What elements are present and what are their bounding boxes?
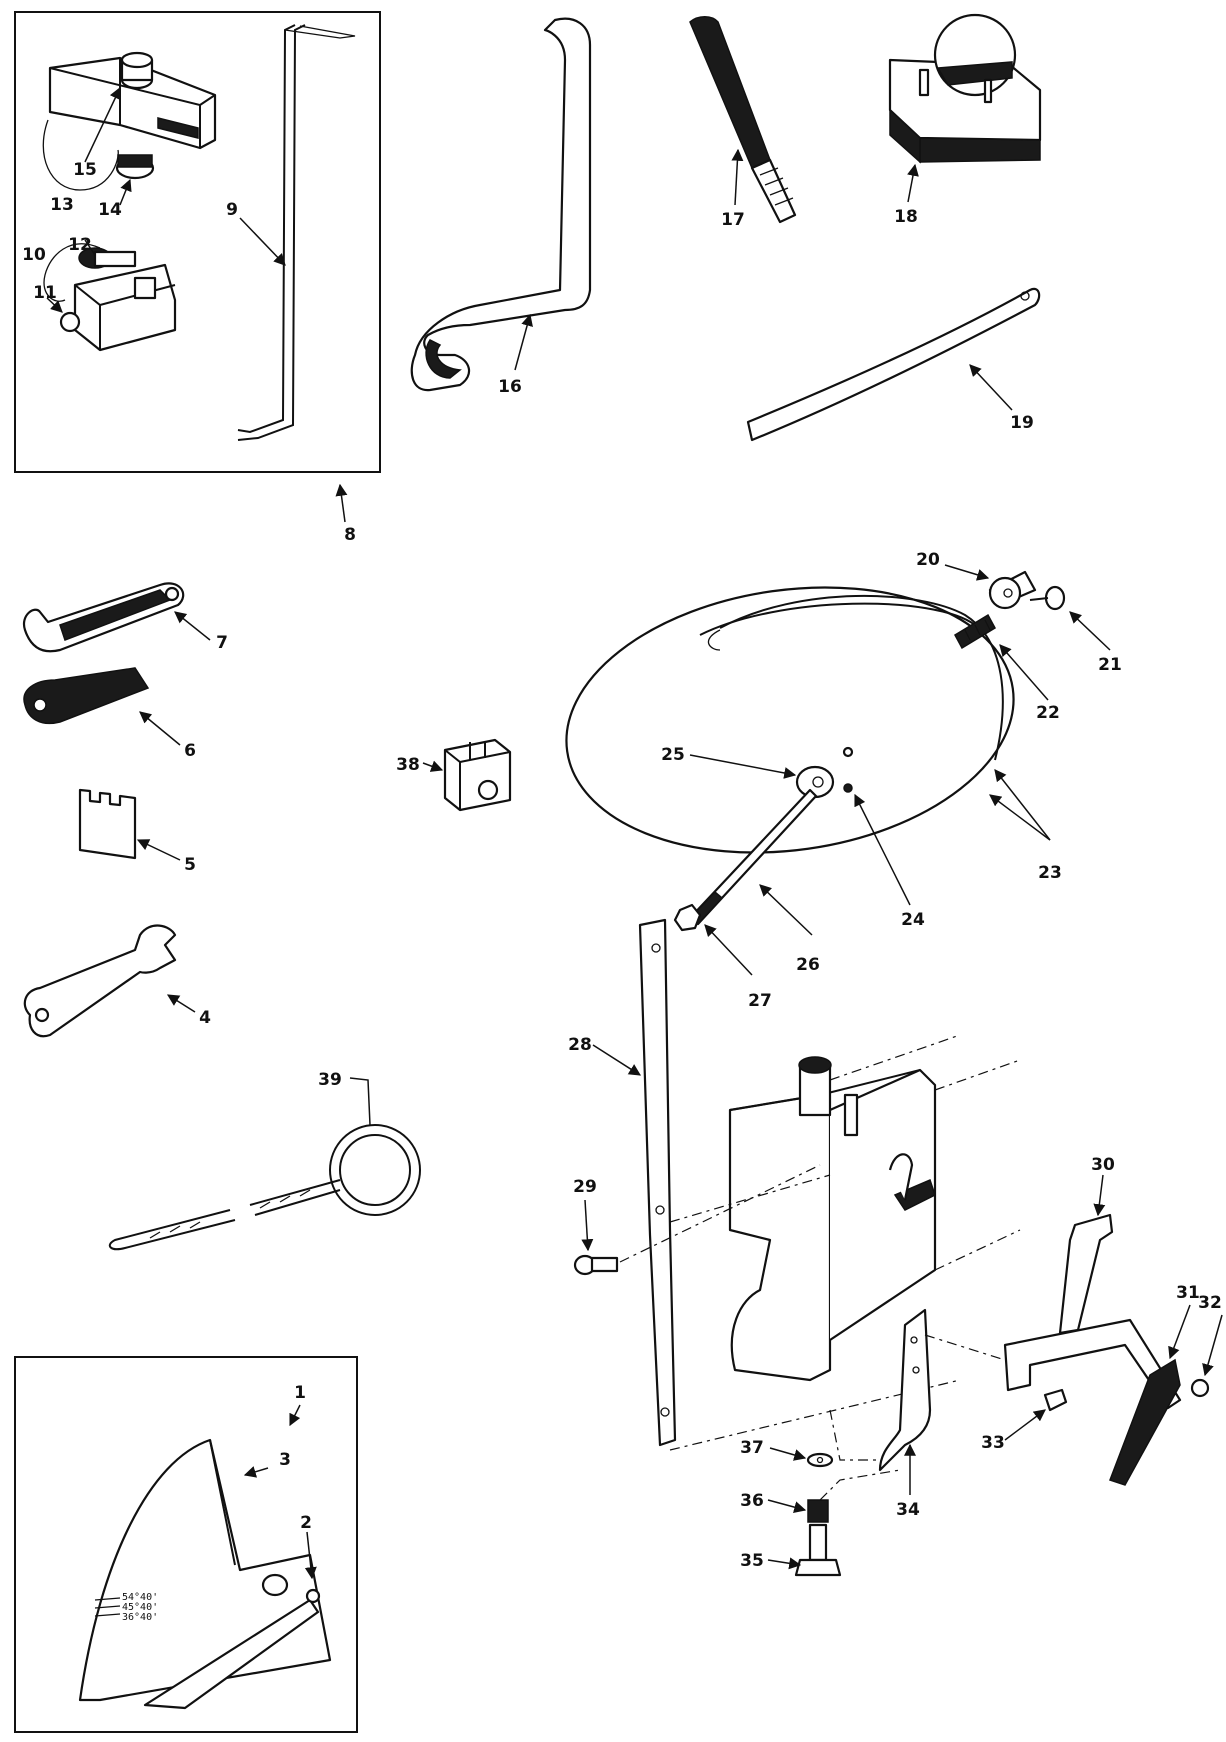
callout-8: 8 <box>344 525 356 545</box>
callout-34: 34 <box>896 1500 920 1520</box>
callout-2: 2 <box>300 1513 312 1533</box>
callout-10: 10 <box>22 245 46 265</box>
callout-24: 24 <box>901 910 925 930</box>
part-25-hub <box>795 746 854 799</box>
part-36-spring <box>807 1499 829 1523</box>
part-39-ring-wire <box>108 1124 421 1251</box>
part-4-openend-wrench <box>23 924 177 1038</box>
part-2-screw <box>305 1588 321 1604</box>
part-19-strip <box>746 287 1041 442</box>
callout-11: 11 <box>33 283 57 303</box>
callout-22: 22 <box>1036 703 1060 723</box>
callout-13: 13 <box>50 195 74 215</box>
part-16-bracket <box>410 17 592 392</box>
part-31-handle <box>1109 1358 1181 1486</box>
part-20-nut <box>988 570 1037 610</box>
part-10-block <box>59 247 177 352</box>
assembly-line-33 <box>924 1334 1006 1361</box>
callout-21: 21 <box>1098 655 1122 675</box>
callout-31: 31 <box>1176 1283 1200 1303</box>
callout-18: 18 <box>894 207 918 227</box>
callout-12: 12 <box>68 235 92 255</box>
scale-mark-3: 36°40' <box>122 1612 158 1623</box>
assembly-line-29 <box>619 1164 821 1263</box>
callout-39: 39 <box>318 1070 342 1090</box>
part-13-block <box>48 51 217 180</box>
part-28-bar <box>638 918 677 1447</box>
part-29-screw <box>573 1254 619 1276</box>
part-32-screw <box>1190 1378 1210 1398</box>
part-5-plate <box>78 788 137 860</box>
callout-32: 32 <box>1198 1293 1222 1313</box>
part-7-spanner <box>22 582 185 653</box>
callout-1: 1 <box>294 1383 306 1403</box>
part-18-gauge-block <box>888 13 1042 164</box>
part-21-screw <box>1029 585 1066 611</box>
callout-20: 20 <box>916 550 940 570</box>
callout-17: 17 <box>721 210 745 230</box>
callout-5: 5 <box>184 855 196 875</box>
callout-19: 19 <box>1010 413 1034 433</box>
part-2-lever <box>143 1598 320 1710</box>
callout-33: 33 <box>981 1433 1005 1453</box>
leader-lines <box>46 86 1223 1580</box>
callout-16: 16 <box>498 377 522 397</box>
callout-28: 28 <box>568 1035 592 1055</box>
callout-labels: 1 2 3 4 5 6 7 8 9 10 11 12 13 14 15 16 1… <box>22 160 1222 1571</box>
assembly-lines-34 <box>819 1409 901 1501</box>
part-23-wheel <box>565 586 1015 854</box>
callout-3: 3 <box>279 1450 291 1470</box>
part-3-template: 54°40' 45°40' 36°40' <box>78 1438 332 1702</box>
callout-25: 25 <box>661 745 685 765</box>
part-30-crossbar <box>1003 1318 1182 1410</box>
callout-7: 7 <box>216 633 228 653</box>
callout-38: 38 <box>396 755 420 775</box>
bracket-13 <box>42 119 119 191</box>
kit-frame-1 <box>14 1356 358 1733</box>
callout-14: 14 <box>98 200 122 220</box>
part-9-rod <box>237 24 306 441</box>
callout-4: 4 <box>199 1008 211 1028</box>
part-30-lever <box>1058 1213 1114 1335</box>
part-37-washer <box>806 1452 834 1468</box>
part-38-block <box>443 738 512 812</box>
part-24-pin <box>843 783 853 793</box>
callout-27: 27 <box>748 991 772 1011</box>
part-34-plate <box>878 1308 932 1472</box>
part-6-wrench <box>23 667 150 725</box>
machine-head <box>728 1056 937 1382</box>
part-22-spring <box>954 613 996 650</box>
callout-29: 29 <box>573 1177 597 1197</box>
part-17-knurled-pin <box>689 16 797 224</box>
kit-frame-8 <box>14 11 381 473</box>
callout-36: 36 <box>740 1491 764 1511</box>
scale-mark-2: 45°40' <box>122 1602 158 1613</box>
callout-15: 15 <box>73 160 97 180</box>
callout-30: 30 <box>1091 1155 1115 1175</box>
callout-37: 37 <box>740 1438 764 1458</box>
scale-mark-1: 54°40' <box>122 1592 158 1603</box>
callout-6: 6 <box>184 741 196 761</box>
callout-26: 26 <box>796 955 820 975</box>
callout-23: 23 <box>1038 863 1062 883</box>
mount-plane <box>669 1034 1021 1451</box>
bracket-10 <box>43 243 101 302</box>
callout-35: 35 <box>740 1551 764 1571</box>
part-27-nut <box>673 903 702 932</box>
part-35-bolt <box>794 1523 842 1577</box>
callout-9: 9 <box>226 200 238 220</box>
part-33-screw <box>1043 1388 1068 1412</box>
